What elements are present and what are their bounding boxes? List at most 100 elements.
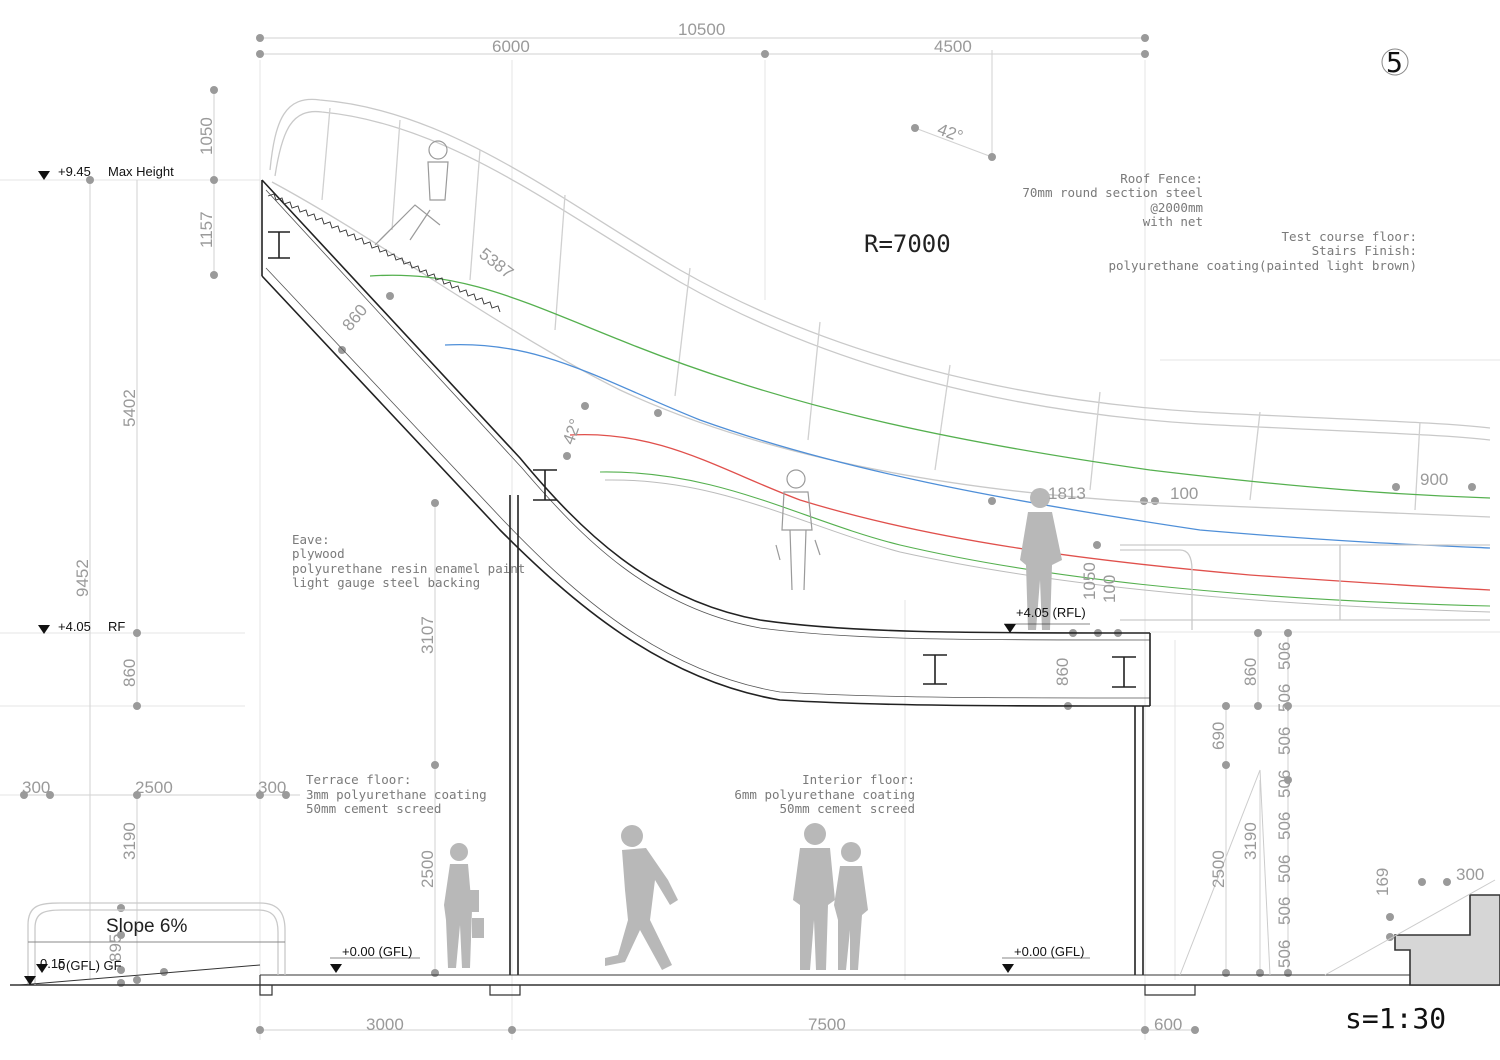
person-woman-terrace [444, 843, 484, 968]
note-interior: Interior floor: 6mm polyurethane coating… [734, 772, 915, 816]
lower-railing [1120, 544, 1490, 630]
note-line: with net [1143, 214, 1203, 229]
dim-bottom-right: 600 [1154, 1015, 1182, 1034]
dim-left-860: 860 [120, 659, 139, 687]
note-test-course: Test course floor: Stairs Finish: polyur… [1108, 229, 1417, 273]
dim-right-860: 860 [1241, 658, 1260, 686]
scale-label: s=1:30 [1345, 1002, 1446, 1035]
level-gf-name: (GFL) GF [66, 958, 122, 973]
dim-right-100: 100 [1170, 484, 1198, 503]
stair-dim: 506 [1275, 770, 1294, 798]
level-rfl: +4.05 (RFL) [1004, 605, 1090, 633]
dim-left-9452: 9452 [73, 559, 92, 597]
note-terrace: Terrace floor: 3mm polyurethane coating … [306, 772, 487, 816]
level-rfl-value: +4.05 (RFL) [1016, 605, 1086, 620]
note-line: light gauge steel backing [292, 575, 480, 590]
dim-left-3190: 3190 [120, 822, 139, 860]
dimension-lines [20, 37, 1289, 1031]
note-line: Stairs Finish: [1312, 243, 1417, 258]
note-line: 50mm cement screed [306, 801, 441, 816]
level-gfl-left: +0.00 (GFL) [330, 944, 420, 973]
level-gf: 0.15 0 (GFL) GF [24, 956, 122, 985]
stair-dim: 506 [1275, 684, 1294, 712]
level-max-name: Max Height [108, 164, 174, 179]
note-line: polyurethane coating(painted light brown… [1108, 258, 1417, 273]
stair-dim: 506 [1275, 897, 1294, 925]
dim-top-total: 10500 [678, 20, 725, 39]
dim-right-900: 900 [1420, 470, 1448, 489]
level-rf-value: +4.05 [58, 619, 91, 634]
dim-horiz-300a: 300 [22, 778, 50, 797]
dim-ramp-860: 860 [339, 301, 372, 335]
dim-col-2500: 2500 [418, 850, 437, 888]
guide-lines [0, 60, 1500, 1040]
dim-right-1813: 1813 [1048, 484, 1086, 503]
level-gf-value: 0.15 [40, 956, 65, 971]
dim-ramp-5387: 5387 [476, 244, 518, 282]
dim-horiz-2500: 2500 [135, 778, 173, 797]
dim-right-690: 690 [1209, 722, 1228, 750]
note-line: 50mm cement screed [780, 801, 915, 816]
note-line: plywood [292, 546, 345, 561]
stair-dim: 506 [1275, 727, 1294, 755]
dim-left-1050: 1050 [197, 117, 216, 155]
note-line: Interior floor: [802, 772, 915, 787]
dim-right-2500: 2500 [1209, 850, 1228, 888]
dim-beam-860: 860 [1053, 658, 1072, 686]
dim-left-895: 895 [106, 934, 125, 962]
level-max-value: +9.45 [58, 164, 91, 179]
level-rf-name: RF [108, 619, 125, 634]
stair-dims: 506 506 506 506 506 506 506 506 [1275, 642, 1294, 968]
angle-top: 42° [935, 120, 966, 147]
level-gfl-right-value: +0.00 (GFL) [1014, 944, 1084, 959]
note-line: Terrace floor: [306, 772, 411, 787]
dim-rfl-1050: 1050 [1080, 562, 1099, 600]
ramp-structure [261, 179, 1151, 707]
dim-col-3107: 3107 [418, 616, 437, 654]
note-line: 6mm polyurethane coating [734, 787, 915, 802]
dim-right-300: 300 [1456, 865, 1484, 884]
level-gf-extra: 0 [58, 958, 65, 973]
sheet-number: 5 [1386, 46, 1403, 79]
slope-ramp [19, 902, 286, 986]
dim-rfl-100: 100 [1100, 575, 1119, 603]
person-standing-rfl [1020, 488, 1062, 630]
people-silhouettes [444, 488, 1062, 970]
person-couple-woman [834, 842, 868, 970]
slope-label: Slope 6% [106, 916, 187, 937]
note-line: Test course floor: [1282, 229, 1417, 244]
dim-left-1157: 1157 [197, 211, 216, 248]
dim-top-left: 6000 [492, 37, 530, 56]
annotations: 5 10500 6000 4500 42° 42° R=7000 1050 11… [22, 20, 1484, 1035]
note-line: 70mm round section steel [1022, 185, 1203, 200]
note-eave: Eave: plywood polyurethane resin enamel … [292, 532, 525, 590]
note-line: Eave: [292, 532, 330, 547]
level-gfl-right: +0.00 (GFL) [1002, 944, 1090, 973]
dim-right-169: 169 [1373, 868, 1392, 896]
dim-bottom-left: 3000 [366, 1015, 404, 1034]
stair-dim: 506 [1275, 642, 1294, 670]
person-couple-man [793, 823, 835, 970]
level-gfl-left-value: +0.00 (GFL) [342, 944, 412, 959]
stairs [1179, 769, 1500, 986]
dimension-dots [20, 34, 1476, 1034]
note-line: polyurethane resin enamel paint [292, 561, 525, 576]
person-walking-phone [605, 825, 678, 970]
note-line: Roof Fence: [1120, 171, 1203, 186]
test-course-lines [369, 274, 1491, 613]
cyclists [374, 140, 821, 591]
angle-mid: 42° [559, 416, 586, 447]
cyclist-top [374, 140, 449, 246]
dim-horiz-300b: 300 [258, 778, 286, 797]
note-roof-fence: Roof Fence: 70mm round section steel @20… [1022, 171, 1203, 229]
radius-label: R=7000 [864, 230, 951, 258]
level-rf: +4.05 RF [38, 619, 125, 634]
note-line: @2000mm [1150, 200, 1203, 215]
dim-top-right: 4500 [934, 37, 972, 56]
roof-fence [269, 98, 1491, 518]
dim-right-3190: 3190 [1241, 822, 1260, 860]
columns-and-floor [10, 495, 1500, 996]
cyclist-mid [775, 469, 821, 591]
dim-bottom-mid: 7500 [808, 1015, 846, 1034]
